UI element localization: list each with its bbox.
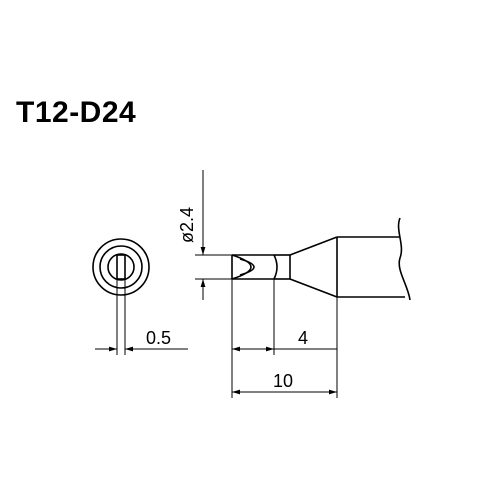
blade-curve-inner — [239, 258, 255, 276]
end-view — [92, 238, 150, 355]
taper-top — [289, 236, 338, 256]
diameter-label: ø2.4 — [177, 207, 197, 243]
blade-end-curve — [273, 254, 278, 280]
thickness-label: 0.5 — [146, 328, 171, 348]
diameter-dimension — [195, 170, 232, 300]
taper-bottom — [289, 278, 338, 298]
model-title: T12-D24 — [16, 96, 137, 129]
side-extension-lines — [231, 279, 338, 398]
tip-length-label: 4 — [298, 328, 308, 348]
side-view — [231, 217, 411, 301]
blade-curve-outer — [231, 254, 252, 280]
break-line — [397, 217, 411, 301]
total-length-label: 10 — [273, 371, 293, 391]
middle-circle — [99, 245, 143, 289]
outer-circle — [92, 238, 150, 296]
blade-slot — [116, 254, 126, 280]
inner-circle — [107, 253, 135, 281]
